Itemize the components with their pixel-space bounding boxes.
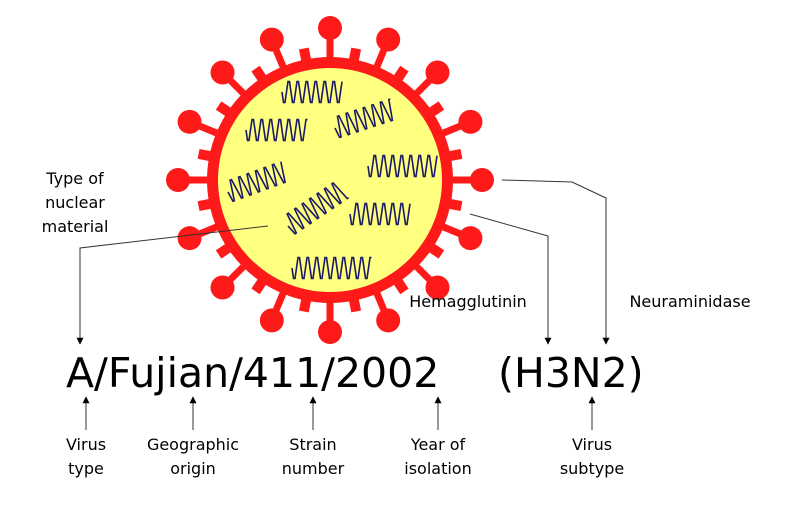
neuraminidase-spike-head [425, 275, 450, 300]
neuraminidase-spike-head [259, 27, 284, 52]
neuraminidase-spike-head [177, 109, 202, 134]
neuraminidase-spike-head [376, 308, 401, 333]
neuraminidase-spike-head [166, 168, 190, 192]
virus-type-label: Virus type [65, 435, 107, 478]
surface-spikes [166, 16, 494, 344]
rna-segments [227, 80, 438, 280]
neuraminidase-spike-head [259, 308, 284, 333]
geographic-origin-label: Geographic origin [146, 435, 240, 478]
neuraminidase-spike-head [425, 60, 450, 85]
rna-segment [334, 98, 394, 139]
viral-core [218, 68, 442, 292]
subtype-name: (H3N2) [498, 349, 644, 397]
neuraminidase-spike-head [376, 27, 401, 52]
rna-segment [367, 154, 438, 178]
strain-name: A/Fujian/411/2002 [66, 349, 440, 397]
nuclear-material-label: Type of nuclear material [41, 169, 109, 236]
virus-subtype-label: Virus subtype [559, 435, 625, 478]
year-of-isolation-label: Year of isolation [404, 435, 472, 478]
rna-segment [281, 80, 343, 104]
neuraminidase-spike-head [470, 168, 494, 192]
neuraminidase-spike-head [318, 16, 342, 40]
neuraminidase-arrow [501, 179, 610, 345]
virus-particle-illustration [166, 16, 494, 344]
rna-segment [291, 256, 372, 280]
neuraminidase-label: Neuraminidase [629, 292, 751, 311]
rna-segment [349, 202, 411, 226]
neuraminidase-spike-head [210, 275, 235, 300]
connector-lines [76, 179, 610, 430]
neuraminidase-spike-head [318, 320, 342, 344]
neuraminidase-spike-head [458, 109, 483, 134]
rna-segment [286, 181, 349, 235]
neuraminidase-spike-head [458, 226, 483, 251]
neuraminidase-spike-head [177, 226, 202, 251]
strain-number-label: Strain number [281, 435, 345, 478]
nuclear-material-arrow [76, 225, 269, 345]
rna-segment [227, 161, 287, 203]
hemagglutinin-label: Hemagglutinin [409, 292, 527, 311]
neuraminidase-spike-head [210, 60, 235, 85]
rna-segment [245, 118, 308, 142]
hemagglutinin-arrow [469, 213, 552, 345]
